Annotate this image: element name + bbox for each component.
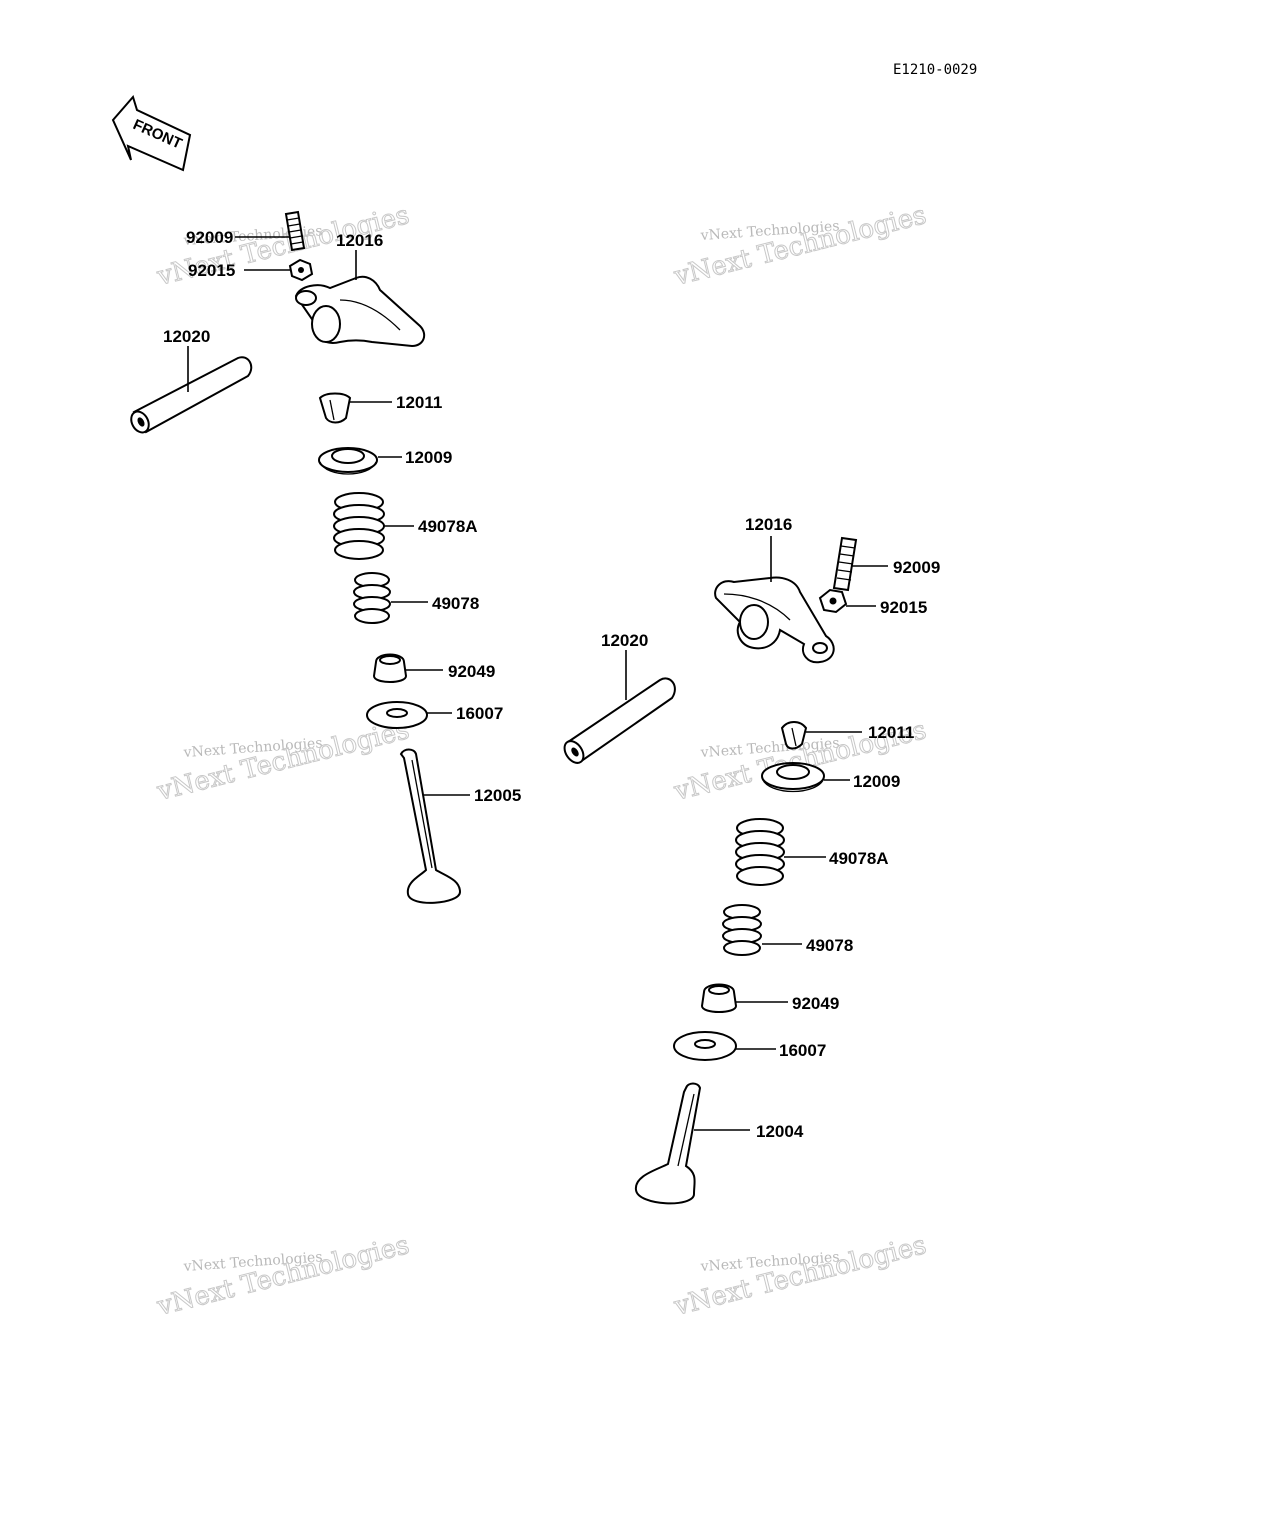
left-label-12020: 12020 — [163, 327, 210, 346]
right-label-12020: 12020 — [601, 631, 648, 650]
watermark-bottom-left: vNext Technologies vNext Technologies — [153, 1230, 413, 1323]
left-stem-seal-drawing — [372, 653, 408, 683]
left-label-12009: 12009 — [405, 448, 452, 467]
right-label-92009: 92009 — [893, 558, 940, 577]
left-adjuster-nut-drawing — [288, 258, 314, 282]
svg-text:vNext Technologies: vNext Technologies — [670, 200, 929, 292]
left-label-49078A: 49078A — [418, 517, 478, 536]
left-label-16007: 16007 — [456, 704, 503, 723]
right-label-12011: 12011 — [868, 723, 914, 742]
left-label-92015: 92015 — [188, 261, 235, 280]
left-retainer-drawing — [318, 447, 378, 475]
right-valve-drawing — [634, 1082, 702, 1205]
right-inner-spring-drawing — [722, 904, 762, 956]
svg-text:vNext Technologies: vNext Technologies — [153, 715, 412, 807]
left-spring-seat-drawing — [366, 701, 428, 729]
left-label-92049: 92049 — [448, 662, 495, 681]
right-label-12009: 12009 — [853, 772, 900, 791]
left-valve-drawing — [399, 748, 462, 904]
left-label-12011: 12011 — [396, 393, 442, 412]
right-rocker-shaft-drawing — [563, 677, 676, 764]
front-arrow-icon: FRONT — [111, 94, 192, 172]
svg-text:vNext Technologies: vNext Technologies — [670, 1230, 929, 1322]
right-adjuster-screw-drawing — [832, 536, 858, 592]
right-label-49078: 49078 — [806, 936, 853, 955]
right-label-12004: 12004 — [756, 1122, 804, 1141]
left-label-92009: 92009 — [186, 228, 233, 247]
right-rocker-arm-drawing — [714, 576, 835, 664]
right-label-16007: 16007 — [779, 1041, 826, 1060]
right-label-92015: 92015 — [880, 598, 927, 617]
right-outer-spring-drawing — [735, 818, 785, 886]
right-adjuster-nut-drawing — [818, 588, 848, 614]
left-adjuster-screw-drawing — [284, 210, 306, 252]
right-spring-seat-drawing — [673, 1031, 737, 1061]
left-rocker-arm-drawing — [294, 275, 426, 348]
watermark-bottom-right: vNext Technologies vNext Technologies — [670, 1230, 930, 1323]
left-label-12005: 12005 — [474, 786, 521, 805]
left-cotter-drawing — [318, 392, 352, 424]
left-label-49078: 49078 — [432, 594, 479, 613]
right-label-49078A: 49078A — [829, 849, 889, 868]
right-retainer-drawing — [761, 762, 825, 793]
left-label-12016: 12016 — [336, 231, 383, 250]
diagram-code: E1210-0029 — [893, 62, 977, 78]
right-cotter-drawing — [780, 721, 808, 750]
left-inner-spring-drawing — [353, 572, 391, 624]
left-rocker-shaft-drawing — [130, 356, 253, 434]
right-label-92049: 92049 — [792, 994, 839, 1013]
svg-text:vNext Technologies: vNext Technologies — [153, 1230, 412, 1322]
right-label-12016: 12016 — [745, 515, 792, 534]
watermark-top-right: vNext Technologies vNext Technologies — [670, 200, 930, 293]
right-stem-seal-drawing — [700, 983, 738, 1013]
watermark-mid-left: vNext Technologies vNext Technologies — [153, 715, 413, 808]
left-outer-spring-drawing — [333, 492, 385, 560]
